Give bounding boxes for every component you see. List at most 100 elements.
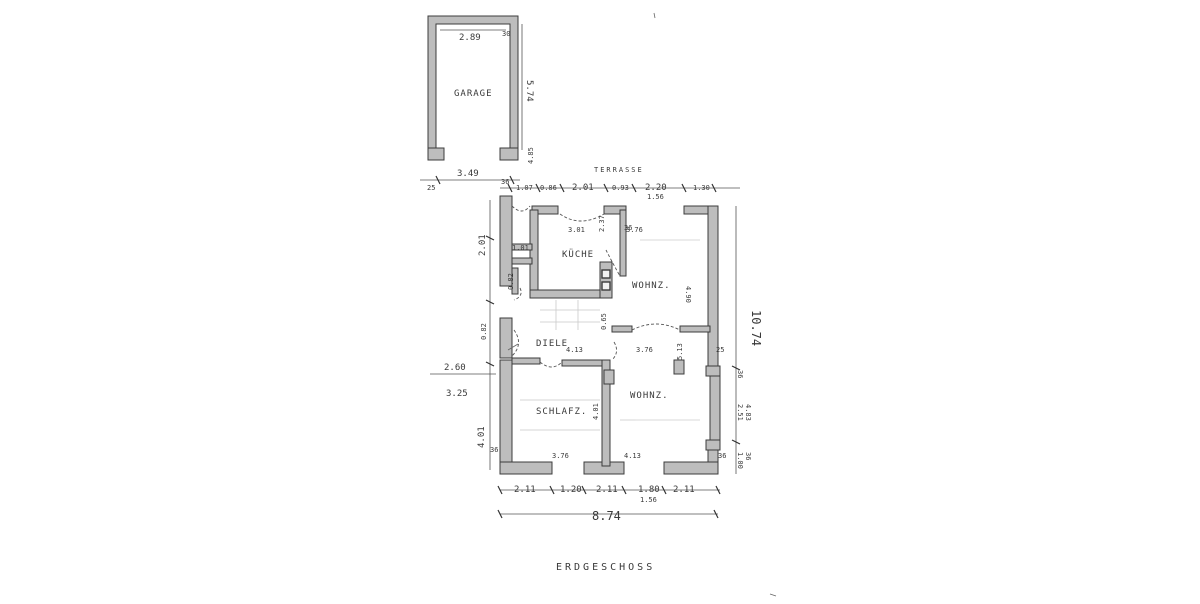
dim-garage-wall: 30 xyxy=(502,30,510,38)
hall-bedroom-wall-2 xyxy=(561,359,605,367)
dim-living-north-depth: 4.90 xyxy=(684,286,692,303)
wc-wall xyxy=(511,267,519,295)
dim-left-5: 3.25 xyxy=(446,389,468,399)
dim-top-6: 1.30 xyxy=(693,184,710,192)
doors xyxy=(507,205,681,368)
dim-top-1: 1.07 xyxy=(516,184,533,192)
paper-mark xyxy=(769,593,777,597)
room-label-garage: GARAGE xyxy=(454,89,493,99)
dim-tick xyxy=(509,175,515,185)
dim-living-south-width: 4.13 xyxy=(624,452,641,460)
dim-garage-width: 2.89 xyxy=(459,33,481,43)
storage-wall xyxy=(511,243,533,251)
dim-bottom-6: 1.56 xyxy=(640,496,657,504)
dim-right-total: 10.74 xyxy=(749,310,763,346)
room-label-hall: DIELE xyxy=(536,339,568,349)
dim-total-width: 8.74 xyxy=(592,509,621,523)
dim-right-1: 25 xyxy=(716,346,724,354)
drawing-title: ERDGESCHOSS xyxy=(556,562,655,573)
dim-hall-mid: 3.76 xyxy=(636,346,653,354)
dim-left-3: 0.82 xyxy=(507,273,515,290)
dim-garage-depth: 5.74 xyxy=(524,80,534,102)
dim-tick xyxy=(731,439,741,445)
dim-top-7: 1.56 xyxy=(647,193,664,201)
wall-right-lower xyxy=(709,375,721,441)
dim-left-stack: 0.82 xyxy=(480,323,488,340)
dim-bedroom-depth: 4.01 xyxy=(592,403,600,420)
door-swing-hall xyxy=(611,341,617,361)
wall-right-upper xyxy=(707,205,719,367)
paper-mark xyxy=(653,12,656,19)
room-label-living-south: WOHNZ. xyxy=(630,391,669,401)
left-dimension-column: 2.01 0.82 2.60 3.25 4.01 36 xyxy=(430,200,498,470)
living-north-wall-right xyxy=(679,325,711,333)
dim-tick xyxy=(711,183,717,193)
dim-tick xyxy=(713,509,719,519)
dim-left-offset: 25 xyxy=(427,184,435,192)
dim-tick xyxy=(661,485,667,495)
dim-top-4: 0.93 xyxy=(612,184,629,192)
top-dimension-row: 36 1.07 0.86 2.01 0.93 2.20 1.30 1.56 xyxy=(500,178,740,201)
dim-tick xyxy=(681,183,687,193)
room-label-kitchen: KÜCHE xyxy=(562,249,594,260)
dim-hall-width: 4.13 xyxy=(566,346,583,354)
dim-wall-36-right: 36 xyxy=(736,370,744,378)
dim-left-6: 4.01 xyxy=(477,426,487,448)
kitchen-wall-left xyxy=(529,209,539,297)
dim-top-5: 2.20 xyxy=(645,183,667,193)
dim-kitchen-width: 3.01 xyxy=(568,226,585,234)
dim-tick xyxy=(507,183,513,193)
dim-left-1: 2.01 xyxy=(478,234,488,256)
wall-bottom-1 xyxy=(499,461,553,475)
interior-dimensions: 3.01 2.37 3.76 4.90 4.13 3.76 0.65 5.13 … xyxy=(507,215,692,460)
dim-bedroom-width: 3.76 xyxy=(552,452,569,460)
dim-tick xyxy=(559,183,565,193)
door-swing-terrace xyxy=(559,213,605,222)
kitchen-living-wall xyxy=(619,209,627,277)
wall-left-lower xyxy=(499,359,513,473)
dim-tick xyxy=(581,485,587,495)
dim-terrace-top: 4.85 xyxy=(527,147,535,164)
dim-tick xyxy=(497,509,503,519)
dim-tick xyxy=(603,183,609,193)
dim-bottom-5: 2.11 xyxy=(673,485,695,495)
dim-top-2: 0.86 xyxy=(540,184,557,192)
dim-living-south-depth: 5.13 xyxy=(676,343,684,360)
dim-tick xyxy=(435,175,441,185)
dim-tick xyxy=(621,485,627,495)
chimney-flue xyxy=(601,269,611,279)
room-label-living-north: WOHNZ. xyxy=(632,281,671,291)
dim-wall-36-kitchen: 36 xyxy=(624,224,632,232)
house-walls xyxy=(499,195,721,475)
dim-right-4: 1.00 xyxy=(736,452,744,469)
garage-dimension-row: 25 3.49 4.85 xyxy=(420,147,535,192)
total-width-row: 8.74 xyxy=(497,509,719,523)
entry-arrow xyxy=(507,343,519,351)
garage-pier-left xyxy=(427,147,445,161)
floor-grid xyxy=(520,239,700,431)
dim-bottom-2: 1.20 xyxy=(560,485,582,495)
garage-pier-right xyxy=(499,147,519,161)
dim-tick xyxy=(731,365,741,371)
garage: GARAGE 2.89 30 5.74 xyxy=(427,15,534,161)
dim-left-2: 1.01 xyxy=(512,244,529,252)
dim-tick xyxy=(535,183,541,193)
wall-right-step xyxy=(705,365,721,377)
dim-tick xyxy=(631,183,637,193)
wall-right-step-2 xyxy=(705,439,721,451)
dim-tick xyxy=(549,485,555,495)
hall-bedroom-wall xyxy=(511,357,541,365)
dim-left-4: 2.60 xyxy=(444,363,466,373)
storage-wall-2 xyxy=(511,257,533,265)
wall-left-mid xyxy=(499,317,513,359)
dim-wall-36-right-2: 36 xyxy=(744,452,752,460)
door-swing-front xyxy=(511,329,519,357)
kitchen-chimney xyxy=(599,261,613,299)
terrace-label: TERRASSE xyxy=(594,166,644,174)
dim-bottom-4: 1.80 xyxy=(638,485,660,495)
door-swing-bedroom xyxy=(539,361,563,368)
wall-left-upper xyxy=(499,195,513,287)
dim-tick xyxy=(485,235,495,241)
